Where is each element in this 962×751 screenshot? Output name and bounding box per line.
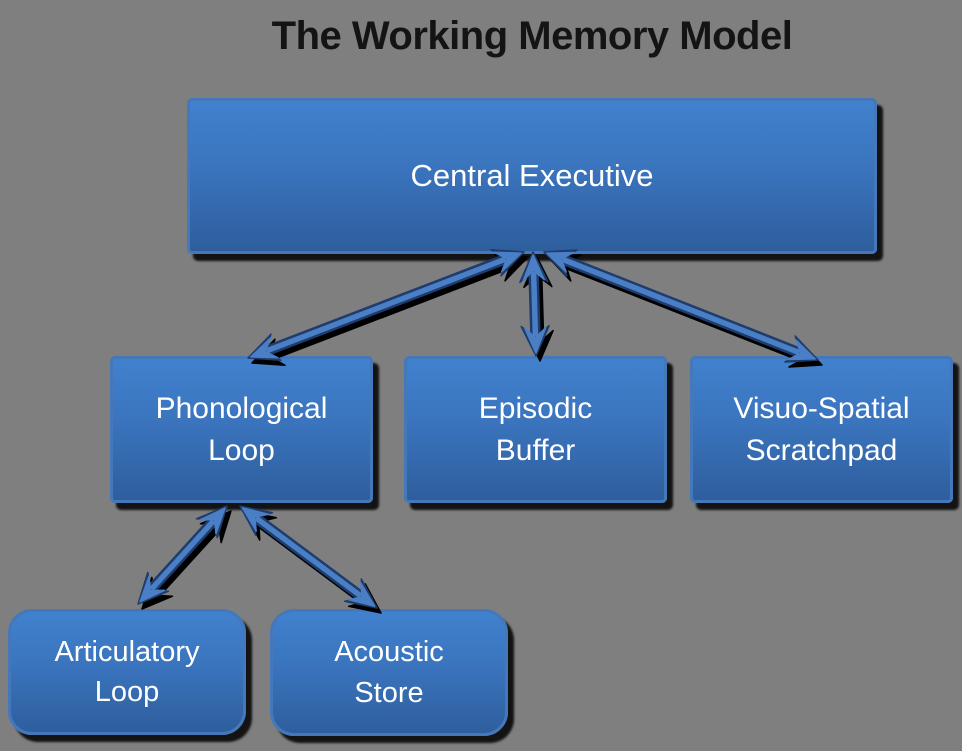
arrow-phonological-loop-acoustic-store bbox=[239, 505, 382, 614]
node-episodic-buffer-label: Episodic Buffer bbox=[478, 392, 593, 467]
diagram-title: The Working Memory Model bbox=[271, 14, 793, 58]
node-episodic-buffer: Episodic Buffer bbox=[404, 356, 667, 503]
node-central-executive: Central Executive bbox=[187, 98, 877, 254]
node-central-executive-label: Central Executive bbox=[410, 157, 654, 193]
node-phonological-loop: Phonological Loop bbox=[110, 356, 373, 503]
arrow-phonological-loop-articulatory-loop bbox=[137, 505, 232, 610]
node-acoustic-store: Acoustic Store bbox=[270, 609, 508, 736]
node-phonological-loop-label: Phonological Loop bbox=[155, 392, 328, 467]
node-articulatory-loop-label: Articulatory Loop bbox=[54, 635, 200, 708]
node-articulatory-loop: Articulatory Loop bbox=[8, 609, 246, 735]
arrow-central-executive-episodic-buffer bbox=[519, 251, 554, 362]
arrow-central-executive-phonological-loop bbox=[247, 248, 529, 367]
node-visuo-spatial-scratchpad: Visuo-Spatial Scratchpad bbox=[690, 356, 953, 503]
arrow-central-executive-visuo-spatial-scratchpad bbox=[543, 249, 823, 368]
node-visuo-spatial-scratchpad-label: Visuo-Spatial Scratchpad bbox=[733, 392, 910, 467]
node-acoustic-store-label: Acoustic Store bbox=[334, 636, 444, 709]
